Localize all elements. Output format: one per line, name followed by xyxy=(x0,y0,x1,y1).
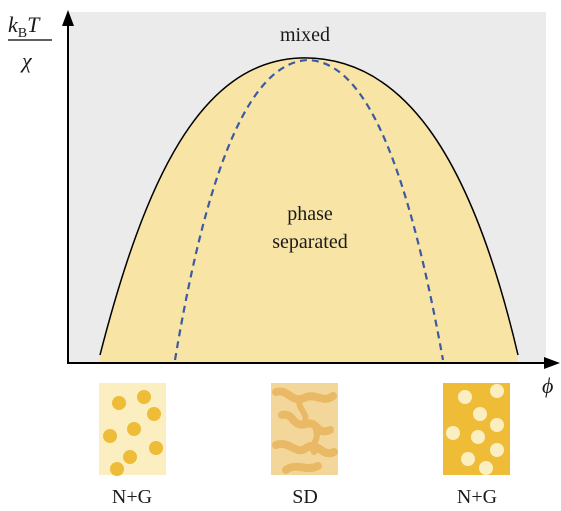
x-axis-label: ϕ xyxy=(542,373,553,398)
inset-left-label: N+G xyxy=(112,486,152,508)
bicontinuous-pattern-icon xyxy=(272,387,338,474)
phase-separated-region xyxy=(100,57,518,363)
y-axis-arrow xyxy=(62,10,74,26)
inset-middle-label: SD xyxy=(292,486,318,508)
inset-left: N+G xyxy=(99,383,166,508)
inset-right-label: N+G xyxy=(457,486,497,508)
inset-middle: SD xyxy=(271,383,338,508)
y-axis-label-denominator: χ xyxy=(20,48,33,73)
spinodal-curve xyxy=(173,58,445,361)
mixed-region-label: mixed xyxy=(280,24,330,46)
x-axis-arrow xyxy=(544,357,560,369)
phase-separated-label-line1: phase xyxy=(287,203,333,225)
y-axis-label-numerator: kBT xyxy=(8,12,41,41)
dense-droplets-in-dilute-icon xyxy=(103,390,163,476)
binodal-curve xyxy=(99,57,519,356)
dilute-droplets-in-dense-icon xyxy=(446,384,504,475)
phase-separated-label-line2: separated xyxy=(272,231,348,253)
inset-right: N+G xyxy=(443,383,510,508)
